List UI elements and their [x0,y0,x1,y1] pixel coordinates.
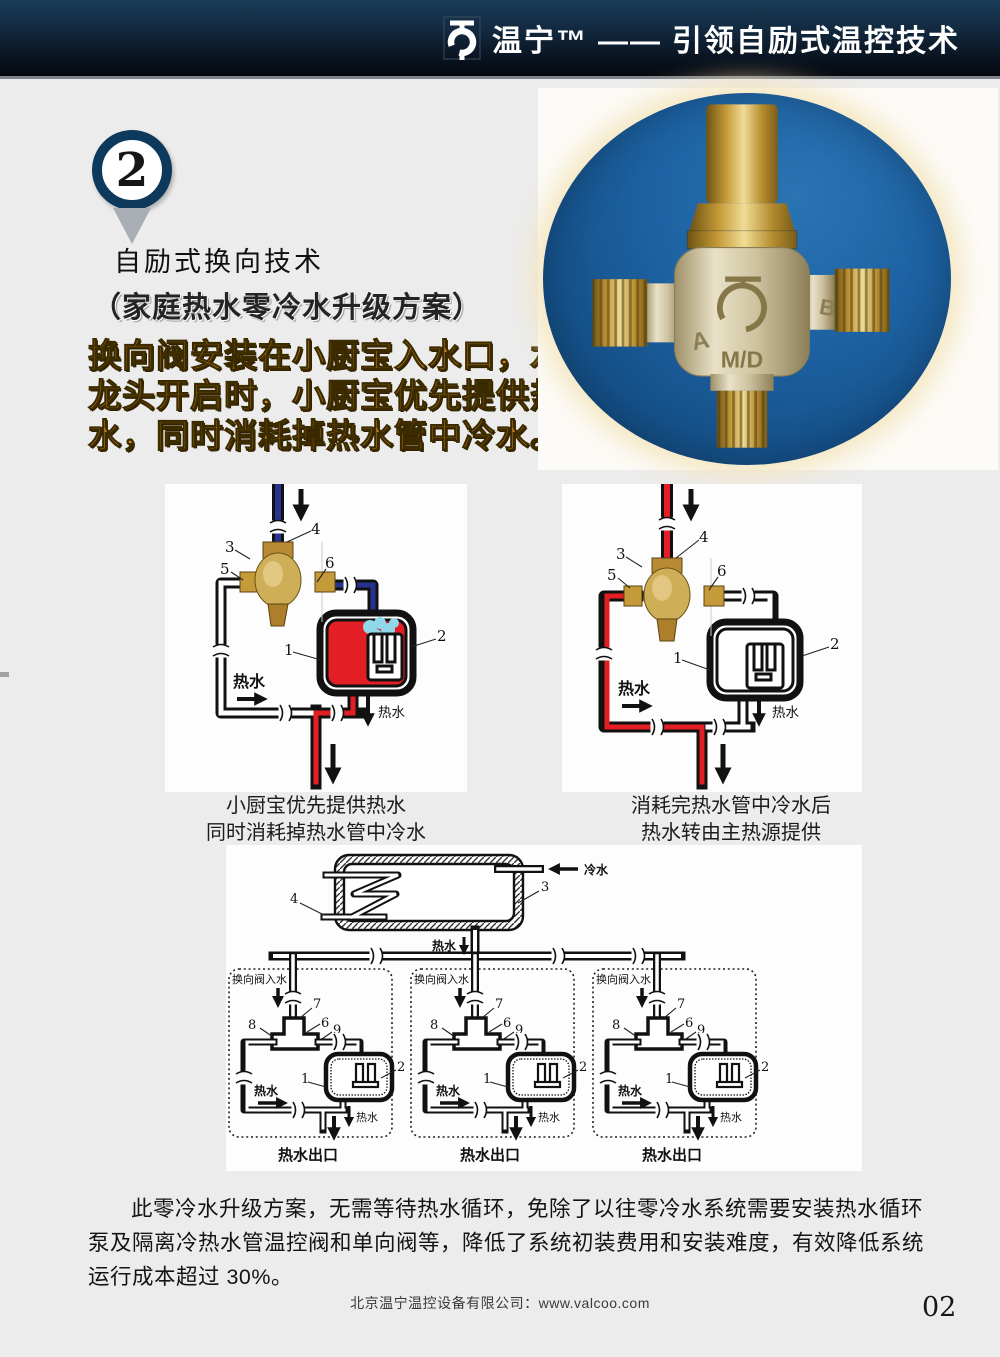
brand-name: 温宁™ [492,25,588,58]
caption-line: 同时消耗掉热水管中冷水 [206,822,426,844]
valve-bottom-thread-ridges [716,390,768,448]
right-tank [706,618,804,702]
left-flow-labels: 热水 热水 [233,489,405,785]
diagram-right-panel: 4 3 5 6 1 2 热水 热水 [562,478,862,792]
valve-brass-cap [706,104,778,204]
valve-port-b-label: B [818,294,838,321]
brand-text: 温宁™ —— 引领自励式温控技术 [492,16,960,60]
page-number: 02 [922,1292,957,1323]
callout-2: 2 [830,635,840,653]
branch-3 [593,956,769,1164]
valve-engraving-md: M/D [721,347,763,373]
left-tank [316,609,417,697]
valve-cap-flare [689,203,795,231]
callout-4: 4 [290,892,298,907]
cold-water-splash [363,617,399,645]
intro-paragraph: 换向阀安装在小厨宝入水口，水龙头开启时，小厨宝优先提供热水，同时消耗掉热水管中冷… [87,336,564,454]
edge-mark [0,672,9,677]
left-valve-illustration [239,541,336,627]
section-number: 2 [115,142,149,198]
right-flow-labels: 热水 热水 [618,489,800,785]
product-photo-block: M/D A B [538,88,998,470]
brand-separator: —— [598,25,662,58]
system-diagram: 换向阀入水 7 6 8 9 [226,853,862,1171]
valve-photo-illustration: M/D A B [592,104,890,448]
heating-element [366,632,404,682]
branch-2 [411,956,587,1164]
hot-water-label: 热水 [618,679,651,698]
system-diagram-panel: 换向阀入水 7 6 8 9 [226,845,862,1171]
page-header: 温宁™ —— 引领自励式温控技术 [0,0,1000,79]
valve-collar [686,230,798,250]
callout-3: 3 [225,538,235,556]
section-title: 自励式换向技术 [114,247,324,277]
valve-port-a-label: A [689,326,712,356]
valve-body-illustration: M/D A B [592,104,890,448]
valve-logo-engraving [716,276,768,333]
hot-water-out-label: 热水 [378,705,405,720]
cold-in-label: 冷水 [584,862,609,877]
footer-company: 北京温宁温控设备有限公司：www.valcoo.com [350,1295,650,1311]
valve-bottom-neck [710,373,774,391]
heating-element [745,642,785,690]
caption-line: 消耗完热水管中冷水后 [631,795,831,817]
badge-pointer [113,208,151,244]
branch-1 [229,956,405,1164]
hot-water-label: 热水 [233,672,266,691]
callout-5: 5 [607,566,617,584]
callout-5: 5 [220,560,230,578]
diagram-left-caption: 小厨宝优先提供热水 同时消耗掉热水管中冷水 [160,793,472,847]
callout-3: 3 [541,880,549,895]
valve-right-thread-ridges [834,268,890,332]
caption-line: 热水转由主热源提供 [641,822,821,844]
brand-slogan: 引领自励式温控技术 [672,25,960,58]
valve-logo-icon [443,16,481,60]
right-valve-illustration [623,557,725,642]
diagram-left: 4 3 5 6 1 2 热水 热水 [211,478,447,790]
callout-1: 1 [284,641,294,659]
right-callouts: 4 3 5 6 1 2 [607,528,840,671]
right-pipes [598,478,779,790]
callout-4: 4 [311,520,321,538]
diagram-left-panel: 4 3 5 6 1 2 热水 热水 [165,478,467,792]
callout-1: 1 [673,649,683,667]
callout-6: 6 [325,554,335,572]
conclusion-paragraph: 此零冷水升级方案，无需等待热水循环，免除了以往零冷水系统需要安装热水循环泵及隔离… [88,1197,925,1289]
hot-water-out-label: 热水 [772,705,800,720]
section-subtitle: （家庭热水零冷水升级方案） [92,292,483,324]
callout-6: 6 [717,562,727,580]
hot-out-label: 热水 [432,938,457,953]
valve-left-thread-ridges [592,279,648,347]
diagram-right-caption: 消耗完热水管中冷水后 热水转由主热源提供 [566,793,896,847]
diagram-right: 4 3 5 6 1 2 热水 热水 [594,478,840,790]
section-number-badge: 2 [92,130,172,210]
callout-4: 4 [699,528,709,546]
callout-3: 3 [616,545,626,563]
callout-2: 2 [437,627,447,645]
left-callouts: 4 3 5 6 1 2 [220,520,447,661]
caption-line: 小厨宝优先提供热水 [226,795,406,817]
main-heater: 冷水 3 4 [290,853,609,932]
brand-logo: 温宁™ —— 引领自励式温控技术 [0,15,960,61]
